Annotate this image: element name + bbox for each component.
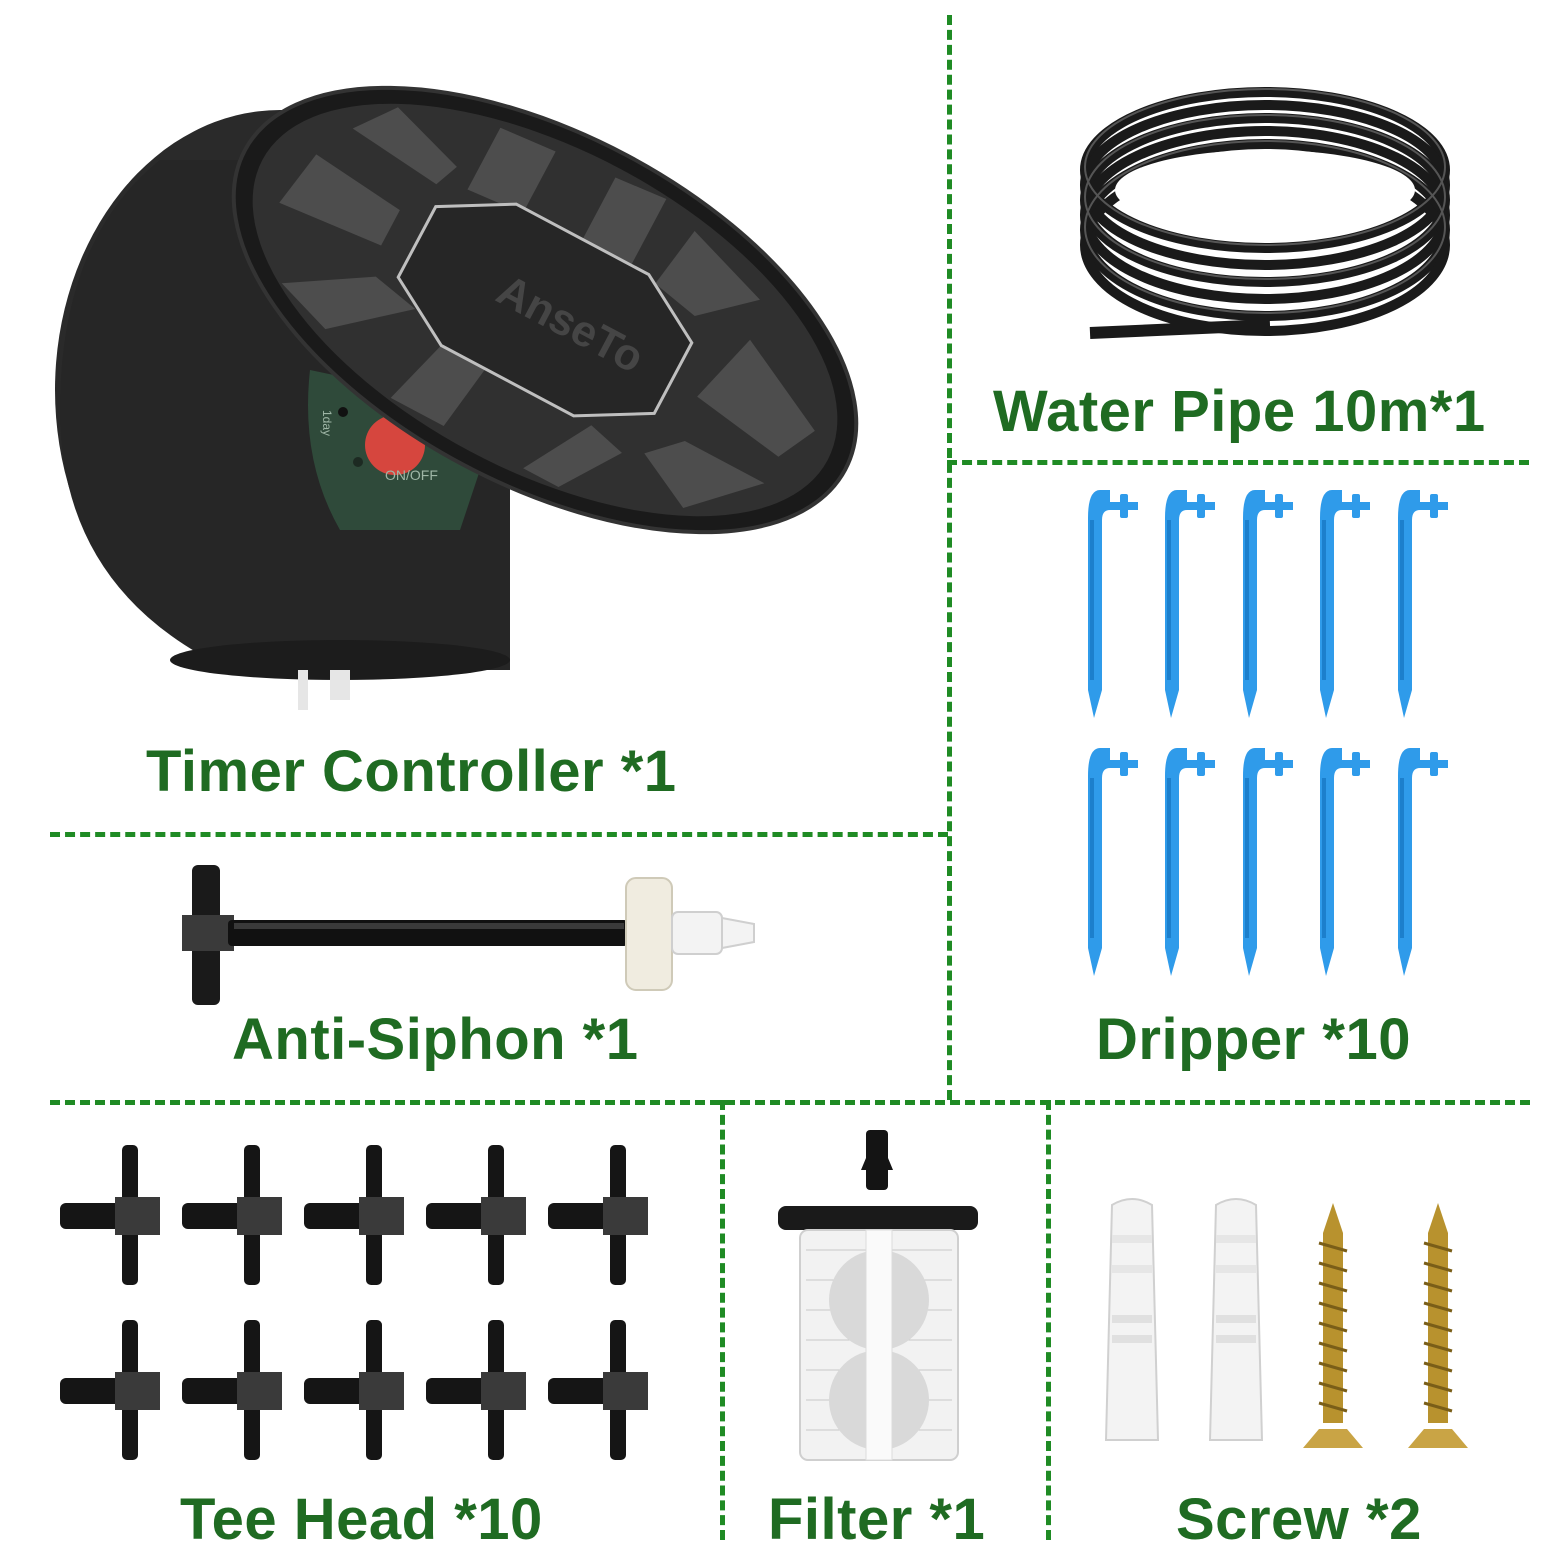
anti-siphon-label: Anti-Siphon *1 xyxy=(232,1007,639,1072)
separator-vertical-filter-left xyxy=(720,1100,725,1540)
dripper-9 xyxy=(1320,748,1370,976)
tee-head-10 xyxy=(548,1320,648,1460)
timer-controller-image: ON/OFF 1day xyxy=(55,85,859,710)
tee-head-5 xyxy=(548,1145,648,1285)
tee-head-3 xyxy=(304,1145,404,1285)
tee-head-8 xyxy=(304,1320,404,1460)
tee-head-group xyxy=(60,1145,648,1460)
tee-head-7 xyxy=(182,1320,282,1460)
tee-head-6 xyxy=(60,1320,160,1460)
separator-timer-bottom xyxy=(50,832,948,837)
dripper-1 xyxy=(1088,490,1138,718)
dripper-8 xyxy=(1243,748,1293,976)
water-pipe-label: Water Pipe 10m*1 xyxy=(993,379,1486,444)
dripper-7 xyxy=(1165,748,1215,976)
dripper-10 xyxy=(1398,748,1448,976)
anti-siphon-image xyxy=(182,865,755,1005)
screw-group xyxy=(1105,1198,1470,1450)
screw-2 xyxy=(1406,1201,1470,1450)
wall-anchor-1 xyxy=(1105,1198,1159,1441)
timer-controller-label: Timer Controller *1 xyxy=(146,739,677,804)
screw-1 xyxy=(1301,1201,1365,1450)
tee-head-2 xyxy=(182,1145,282,1285)
separator-bottom-row xyxy=(50,1100,1530,1105)
timer-button-text: ON/OFF xyxy=(385,467,438,483)
dripper-5 xyxy=(1398,490,1448,718)
separator-vertical-filter-right xyxy=(1046,1100,1051,1540)
filter-label: Filter *1 xyxy=(768,1487,986,1552)
water-pipe-image xyxy=(1080,87,1450,339)
dripper-6 xyxy=(1088,748,1138,976)
screw-label: Screw *2 xyxy=(1176,1487,1422,1552)
filter-image xyxy=(778,1130,978,1461)
timer-dial-text: 1day xyxy=(320,410,334,436)
tee-head-label: Tee Head *10 xyxy=(180,1487,543,1552)
tee-head-9 xyxy=(426,1320,526,1460)
wall-anchor-2 xyxy=(1209,1198,1263,1441)
dripper-2 xyxy=(1165,490,1215,718)
dripper-4 xyxy=(1320,490,1370,718)
tee-head-4 xyxy=(426,1145,526,1285)
separator-vertical-top xyxy=(947,15,952,1100)
dripper-label: Dripper *10 xyxy=(1096,1007,1411,1072)
separator-water-pipe-bottom xyxy=(947,460,1529,465)
tee-head-1 xyxy=(60,1145,160,1285)
dripper-3 xyxy=(1243,490,1293,718)
dripper-group xyxy=(1088,490,1448,976)
